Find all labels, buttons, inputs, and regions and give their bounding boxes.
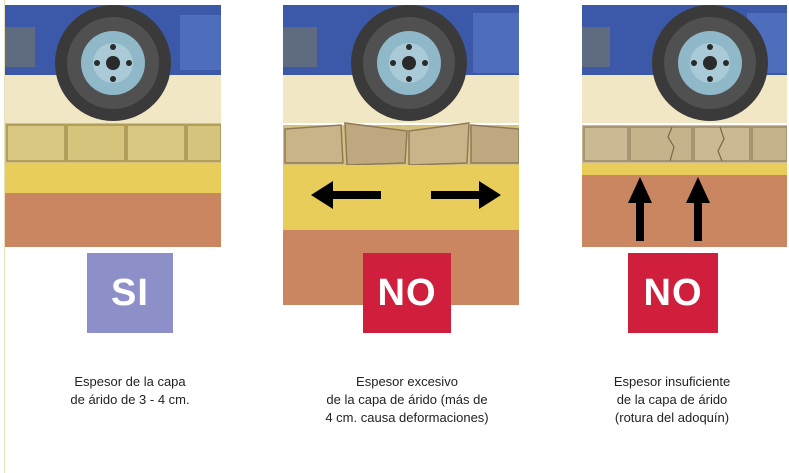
paver: [408, 122, 470, 166]
caption-excessive: Espesor excesivo de la capa de árido (má…: [297, 373, 517, 427]
paver: [6, 124, 66, 162]
paver: [284, 124, 344, 164]
soil-layer: [582, 175, 787, 247]
paver: [344, 122, 408, 166]
car-panel: [180, 15, 221, 70]
paver: [751, 126, 787, 162]
caption-line: Espesor de la capa: [74, 374, 186, 389]
si-badge: SI: [87, 253, 173, 333]
illustration-insufficient-thickness: [582, 5, 787, 247]
arrow-left: [311, 181, 381, 209]
no-badge: NO: [628, 253, 718, 333]
paver: [186, 124, 221, 162]
caption-line: de la capa de árido: [616, 392, 728, 407]
paver: [66, 124, 126, 162]
arrow-up-right: [686, 177, 710, 241]
caption-correct: Espesor de la capa de árido de 3 - 4 cm.: [35, 373, 225, 409]
caption-line: de árido de 3 - 4 cm.: [70, 392, 190, 407]
arrow-up-left: [628, 177, 652, 241]
illustration-correct-thickness: [5, 5, 221, 247]
car-panel: [473, 13, 519, 73]
caption-line: de la capa de árido (más de: [326, 392, 488, 407]
no-badge: NO: [363, 253, 451, 333]
soil-layer: [5, 193, 221, 247]
car-bumper: [582, 27, 610, 67]
paver-crack: [667, 126, 675, 162]
paver: [126, 124, 186, 162]
paver: [470, 124, 519, 164]
car-bumper: [283, 27, 317, 67]
wheel: [652, 5, 768, 121]
caption-line: Espesor excesivo: [356, 374, 458, 389]
caption-line: 4 cm. causa deformaciones): [325, 410, 489, 425]
paver-crack: [717, 126, 725, 162]
arrow-right: [431, 181, 501, 209]
paver: [629, 126, 693, 162]
car-bumper: [5, 27, 35, 67]
sand-layer: [582, 163, 787, 175]
illustration-excessive-thickness: [283, 5, 519, 305]
caption-insufficient: Espesor insuficiente de la capa de árido…: [582, 373, 762, 427]
wheel: [351, 5, 467, 121]
wheel: [55, 5, 171, 121]
paver: [583, 126, 629, 162]
caption-line: (rotura del adoquín): [614, 410, 730, 425]
caption-line: Espesor insuficiente: [613, 374, 731, 389]
page-edge-line: [4, 0, 5, 473]
sand-layer: [5, 163, 221, 193]
